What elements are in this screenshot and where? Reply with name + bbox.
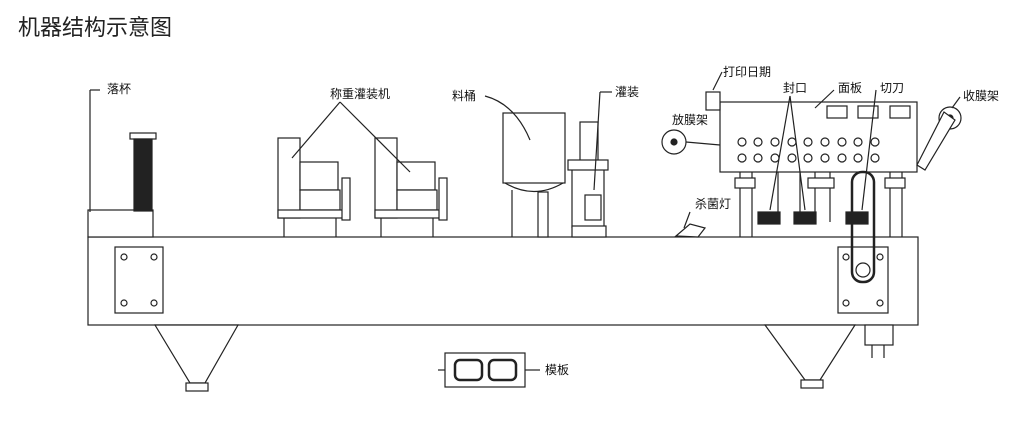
pointer-uv-lamp xyxy=(683,211,691,229)
filling-unit xyxy=(567,121,609,238)
pointer-weighing-filler-b xyxy=(339,101,411,173)
right-support-leg xyxy=(763,324,857,389)
pointer-filling-b xyxy=(593,91,601,191)
left-access-plate xyxy=(114,246,164,314)
cup-drop-unit xyxy=(87,89,157,238)
pointer-cutter xyxy=(861,89,877,211)
weighing-filler-1 xyxy=(277,137,351,237)
weighing-filler-2 xyxy=(374,137,448,237)
electrical-box xyxy=(864,324,894,358)
left-support-leg xyxy=(153,324,240,392)
label-uv-lamp: 杀菌灯 xyxy=(695,196,731,211)
label-cup-drop: 落杯 xyxy=(107,82,131,96)
label-filling: 灌装 xyxy=(615,85,639,99)
pointer-weighing-filler-a xyxy=(291,101,341,159)
label-weighing-filler: 称重灌装机 xyxy=(330,87,390,101)
page-title: 机器结构示意图 xyxy=(18,16,173,41)
pointer-film-rewind xyxy=(951,96,961,109)
label-sealing: 封口 xyxy=(783,81,807,95)
label-template: 模板 xyxy=(545,363,569,377)
uv-lamp xyxy=(674,223,707,238)
pointer-panel xyxy=(814,89,835,109)
label-hopper: 料桶 xyxy=(452,88,476,103)
hopper xyxy=(502,112,566,238)
machine-frame xyxy=(87,236,919,326)
label-film-rewind: 收膜架 xyxy=(963,89,999,103)
film-unwind-roll xyxy=(661,129,721,155)
seal-cut-columns xyxy=(734,172,906,237)
right-access-plate xyxy=(837,246,889,314)
pointer-hopper xyxy=(484,95,531,141)
pointer-date-print xyxy=(712,71,723,91)
label-date-print: 打印日期 xyxy=(723,65,771,79)
label-cutter: 切刀 xyxy=(880,81,904,95)
pointer-sealing-b xyxy=(789,95,806,211)
control-buttons xyxy=(737,137,880,163)
pointer-sealing-a xyxy=(769,95,791,211)
template-plate xyxy=(438,352,540,388)
label-film-unwind: 放膜架 xyxy=(672,112,708,127)
seal-cut-head xyxy=(705,91,918,173)
label-panel: 面板 xyxy=(838,81,862,95)
film-rewind-roll xyxy=(916,106,962,171)
drive-chain xyxy=(850,170,876,284)
